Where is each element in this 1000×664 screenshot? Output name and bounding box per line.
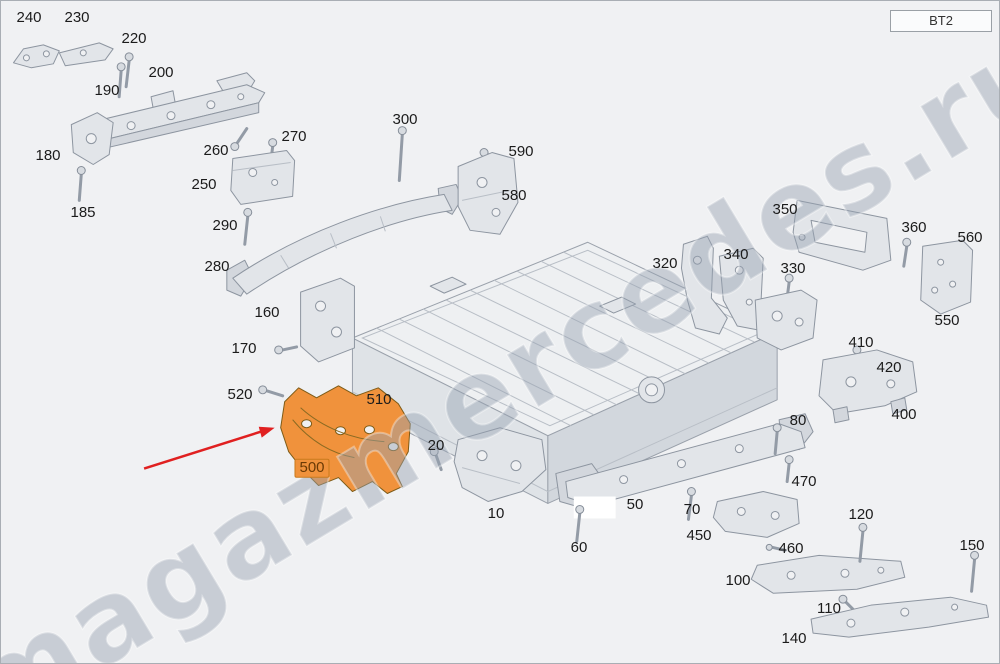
part-label-50: 50 xyxy=(626,495,644,513)
part-bracket-580 xyxy=(457,152,519,235)
part-label-300: 300 xyxy=(392,110,418,128)
part-bracket-180 xyxy=(70,112,114,166)
part-label-580: 580 xyxy=(501,186,527,204)
part-plate-350 xyxy=(792,199,892,271)
part-label-230: 230 xyxy=(64,8,90,26)
part-rail-140 xyxy=(810,596,990,638)
part-label-340: 340 xyxy=(723,245,749,263)
part-label-270: 270 xyxy=(281,127,307,145)
part-label-170: 170 xyxy=(231,339,257,357)
part-bracket-400 xyxy=(818,349,918,424)
part-label-320: 320 xyxy=(652,254,678,272)
part-label-150: 150 xyxy=(959,536,985,554)
part-bracket-10 xyxy=(453,427,547,502)
part-rail-100 xyxy=(750,554,906,594)
part-plate-550 xyxy=(920,239,974,315)
part-bracket-240 xyxy=(12,44,60,69)
part-label-500: 500 xyxy=(294,458,330,478)
part-label-400: 400 xyxy=(891,405,917,423)
part-label-280: 280 xyxy=(204,257,230,275)
part-bracket-330 xyxy=(754,289,818,351)
part-label-560: 560 xyxy=(957,228,983,246)
part-label-185: 185 xyxy=(70,203,96,221)
part-label-510: 510 xyxy=(366,390,392,408)
part-crossmember-280 xyxy=(226,183,463,297)
part-label-410: 410 xyxy=(848,333,874,351)
part-label-10: 10 xyxy=(487,504,505,522)
bolt-260 xyxy=(230,127,249,152)
bolt-300 xyxy=(397,126,407,182)
part-label-200: 200 xyxy=(148,63,174,81)
bolt-70 xyxy=(686,487,696,521)
part-label-330: 330 xyxy=(780,259,806,277)
bolt-60 xyxy=(575,504,585,543)
part-label-100: 100 xyxy=(725,571,751,589)
bolt-290 xyxy=(243,207,253,246)
part-bracket-250 xyxy=(230,150,296,205)
part-bracket-320 xyxy=(680,235,728,335)
pointer-arrow xyxy=(143,426,275,470)
bolt-170 xyxy=(274,345,299,355)
sheet-code-badge: BT2 xyxy=(890,10,992,32)
part-label-550: 550 xyxy=(934,311,960,329)
part-bracket-160 xyxy=(300,277,355,363)
bolt-470 xyxy=(784,455,794,484)
part-bracket-450 xyxy=(712,491,800,538)
part-label-250: 250 xyxy=(191,175,217,193)
part-label-450: 450 xyxy=(686,526,712,544)
part-label-160: 160 xyxy=(254,303,280,321)
bolt-220 xyxy=(124,52,134,89)
part-label-120: 120 xyxy=(848,505,874,523)
bolt-80 xyxy=(772,423,782,456)
part-label-360: 360 xyxy=(901,218,927,236)
part-label-470: 470 xyxy=(791,472,817,490)
part-label-290: 290 xyxy=(212,216,238,234)
part-label-260: 260 xyxy=(203,141,229,159)
part-label-180: 180 xyxy=(35,146,61,164)
part-label-20: 20 xyxy=(427,436,445,454)
part-label-240: 240 xyxy=(16,8,42,26)
bolt-185 xyxy=(76,166,86,202)
bolt-360 xyxy=(902,237,912,268)
bolt-20 xyxy=(429,447,443,472)
part-label-80: 80 xyxy=(789,411,807,429)
part-label-190: 190 xyxy=(94,81,120,99)
part-rail-200 xyxy=(88,72,266,150)
part-crossmember-50 xyxy=(555,413,814,510)
part-label-420: 420 xyxy=(876,358,902,376)
bolt-120 xyxy=(858,522,868,563)
bolt-190 xyxy=(116,62,126,99)
part-label-220: 220 xyxy=(121,29,147,47)
part-label-60: 60 xyxy=(570,538,588,556)
bolt-150 xyxy=(970,550,980,593)
part-label-70: 70 xyxy=(683,500,701,518)
bolt-460 xyxy=(765,543,787,552)
part-label-590: 590 xyxy=(508,142,534,160)
part-label-460: 460 xyxy=(778,539,804,557)
blank-label-box xyxy=(573,496,616,519)
part-bracket-230 xyxy=(58,42,114,67)
part-label-140: 140 xyxy=(781,629,807,647)
part-label-520: 520 xyxy=(227,385,253,403)
part-label-110: 110 xyxy=(817,599,841,617)
bolt-520 xyxy=(258,385,285,398)
part-label-350: 350 xyxy=(772,200,798,218)
